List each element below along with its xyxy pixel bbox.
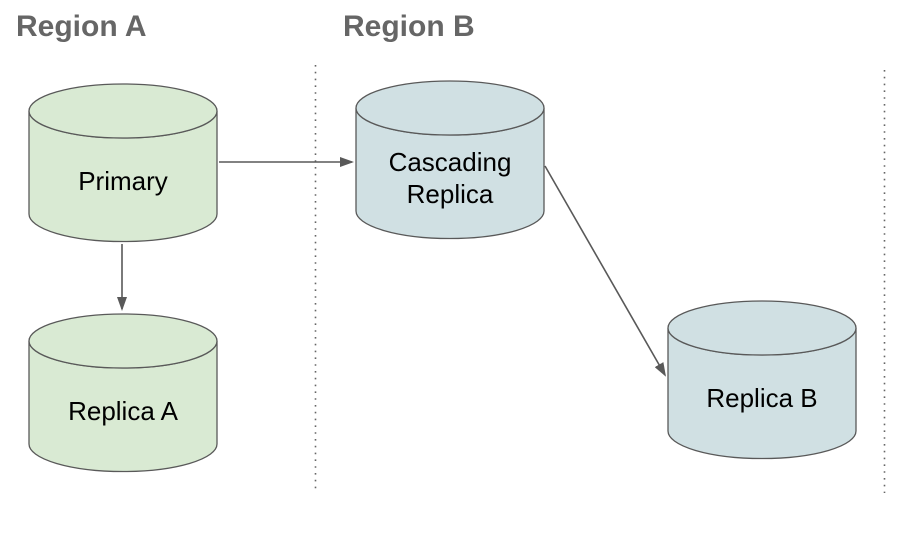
node-primary: Primary bbox=[28, 83, 218, 243]
node-primary-label: Primary bbox=[78, 165, 168, 196]
node-replica-b-label: Replica B bbox=[706, 382, 818, 413]
database-cylinder-icon bbox=[667, 300, 857, 460]
node-cascading-replica-label: Cascading Replica bbox=[388, 146, 512, 209]
database-cylinder-icon bbox=[355, 80, 545, 240]
arrow-cascading-replica-to-replica-b bbox=[544, 165, 666, 377]
region-a-label: Region A bbox=[16, 10, 147, 43]
database-cylinder-icon bbox=[28, 83, 218, 243]
database-cylinder-icon bbox=[28, 313, 218, 473]
region-b-label: Region B bbox=[343, 10, 475, 43]
node-replica-b: Replica B bbox=[667, 300, 857, 460]
node-replica-a-label: Replica A bbox=[68, 395, 178, 426]
node-cascading-replica: Cascading Replica bbox=[355, 80, 545, 240]
node-replica-a: Replica A bbox=[28, 313, 218, 473]
